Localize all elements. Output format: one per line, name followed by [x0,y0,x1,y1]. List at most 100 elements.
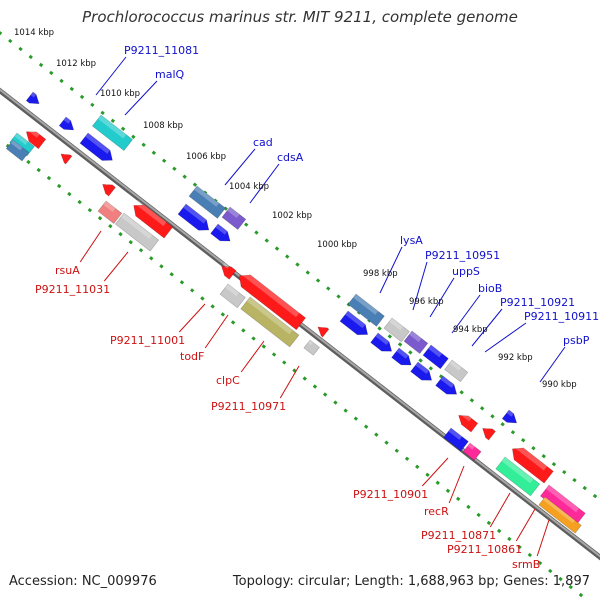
scale-label: 1002 kbp [272,211,312,221]
gene-rev-todf-highlight [225,284,240,297]
gene-fwd-4 [210,223,231,242]
gene-rev-p9211-10871-highlight [513,443,547,471]
gene-fwd-2-shape [79,132,113,161]
gene-rev-p9211-11031-highlight [120,213,153,239]
leader-forward [124,80,158,116]
leader-forward [224,148,256,186]
gene-fwd-2 [79,132,113,161]
leader-reverse [536,519,550,557]
gene-rev-4-shape [221,266,237,280]
genome-title: Prochlorococcus marinus str. MIT 9211, c… [82,8,518,26]
gene-rev-2-shape [102,184,116,197]
gene-fwd-cdsa-shape [221,206,247,230]
gene-fwd-psbp [501,409,518,424]
gene-label-forward: P9211_11081 [124,44,199,57]
gene-rev-5-highlight [307,340,314,346]
leader-forward [95,56,127,96]
gene-fwd-lysa [347,293,385,327]
gene-rev-8-highlight [483,424,490,430]
gene-fwd-7-highlight [396,348,409,359]
scale-label: 994 kbp [453,325,488,335]
gene-rev-clpc [239,270,306,331]
gene-fwd-11 [462,442,482,461]
gene-fwd-12-highlight [14,133,29,145]
tick-rows [0,31,598,598]
gene-label-reverse: clpC [216,374,240,387]
gene-fwd-0-shape [25,91,40,105]
topology-text: Topology: circular; Length: 1,688,963 bp… [232,574,590,589]
gene-fwd-13-shape [5,139,30,162]
gene-fwd-3-shape [177,203,210,231]
gene-rev-3 [133,200,174,239]
leader-reverse [421,457,449,487]
accession-text: Accession: NC_009976 [9,574,157,589]
gene-fwd-upps-shape [403,330,429,354]
gene-fwd-cad-shape [188,185,226,219]
leader-reverse [103,251,129,282]
gene-label-forward: P9211_10921 [500,296,575,309]
gene-rev-3-shape [133,204,174,239]
gene-label-forward: cdsA [277,151,304,164]
gene-fwd-10-shape [443,427,469,452]
gene-rev-p9211-10861-highlight [501,457,534,484]
gene-fwd-6-highlight [375,333,390,345]
gene-label-forward: uppS [452,265,480,278]
leader-reverse [448,465,465,504]
gene-fwd-7 [391,347,412,366]
scale-label: 1006 kbp [186,152,226,162]
scale-label: 998 kbp [363,269,398,279]
tick-row-inner [5,143,584,598]
leader-forward [539,346,566,383]
gene-rev-rsua [97,200,123,224]
gene-label-forward: P9211_10911 [524,310,599,323]
gene-labels: P9211_11081malQcadcdsAlysAP9211_10951upp… [35,44,599,571]
leader-reverse [515,508,536,542]
leader-forward [471,308,503,347]
gene-fwd-7-shape [391,347,412,366]
gene-fwd-p9211-10921 [444,359,469,383]
label-leaders [79,56,566,557]
gene-rev-3-highlight [134,200,167,226]
gene-fwd-biob-shape [422,344,449,370]
gene-rev-0 [25,127,47,150]
genes [5,91,586,534]
gene-fwd-lysa-shape [347,293,385,327]
gene-rev-7-shape [458,415,479,433]
gene-fwd-10 [443,427,469,452]
gene-fwd-malq-shape [91,114,133,152]
scale-label: 996 kbp [409,297,444,307]
gene-fwd-11-shape [462,442,482,461]
gene-rev-7-highlight [459,411,472,422]
gene-rev-8 [482,424,496,441]
gene-rev-p9211-10861-shape [495,456,541,497]
gene-fwd-9-shape [435,375,458,395]
gene-rev-1 [60,150,73,165]
gene-fwd-0 [25,91,40,105]
scale-label: 1000 kbp [317,240,357,250]
gene-rev-9 [538,496,582,534]
gene-fwd-p9211-10951 [383,317,410,343]
gene-fwd-13 [5,139,30,162]
gene-rev-5-shape [303,339,320,356]
gene-fwd-11-highlight [467,443,475,450]
gene-fwd-1-shape [58,116,75,131]
gene-fwd-3 [177,203,210,231]
tick-row-outer [0,31,598,499]
gene-rev-9-shape [538,496,582,534]
gene-rev-6-highlight [318,323,325,329]
gene-rev-p9211-10871-shape [512,447,554,484]
gene-label-forward: bioB [478,282,502,295]
gene-rev-8-shape [482,428,496,441]
gene-fwd-cad-highlight [194,186,220,207]
gene-rev-clpc-highlight [240,270,300,318]
gene-fwd-13-highlight [10,140,23,151]
gene-fwd-5-shape [339,310,369,336]
gene-fwd-p9211-10951-shape [383,317,410,343]
gene-fwd-p9211-10951-highlight [389,318,404,331]
gene-label-reverse: recR [424,505,449,518]
leader-forward [249,163,280,204]
gene-fwd-0-highlight [30,92,37,98]
gene-fwd-9 [435,375,458,395]
